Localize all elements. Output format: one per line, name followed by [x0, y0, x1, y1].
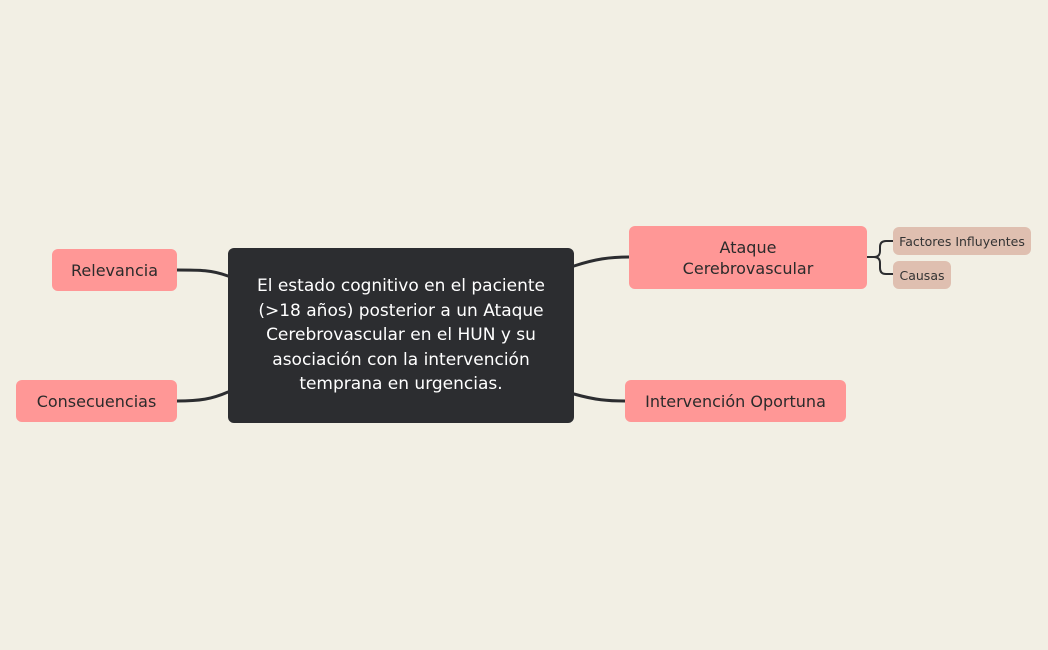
topic-ataque-cerebrovascular[interactable]: Ataque Cerebrovascular	[629, 226, 867, 289]
subtopic-factores-influyentes[interactable]: Factores Influyentes	[893, 227, 1031, 255]
topic-consecuencias[interactable]: Consecuencias	[16, 380, 177, 422]
connector-intervencion	[572, 392, 627, 403]
subtopic-causas-label: Causas	[899, 267, 945, 283]
topic-relevancia[interactable]: Relevancia	[52, 249, 177, 291]
subtopic-factores-label: Factores Influyentes	[899, 233, 1025, 249]
topic-intervencion-label: Intervención Oportuna	[645, 391, 826, 411]
connector-relevancia	[175, 268, 230, 278]
topic-consecuencias-label: Consecuencias	[36, 391, 157, 411]
central-topic-text: El estado cognitivo en el paciente (>18 …	[256, 276, 545, 395]
connector-consecuencias	[175, 390, 230, 403]
connector-ataque	[572, 255, 631, 268]
subtopic-causas[interactable]: Causas	[893, 261, 951, 289]
topic-relevancia-label: Relevancia	[71, 260, 158, 280]
connector-causas	[873, 256, 894, 275]
central-topic[interactable]: El estado cognitivo en el paciente (>18 …	[228, 248, 574, 423]
topic-intervencion-oportuna[interactable]: Intervención Oportuna	[625, 380, 846, 422]
topic-ataque-label: Ataque Cerebrovascular	[682, 237, 814, 278]
connector-factores	[866, 240, 894, 258]
